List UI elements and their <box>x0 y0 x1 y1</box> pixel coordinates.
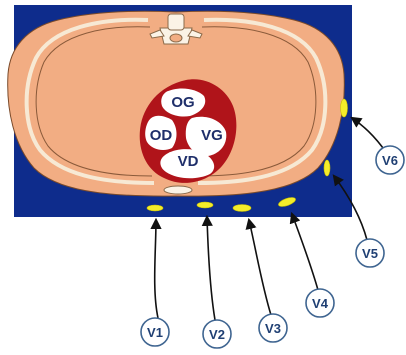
arrow-v2 <box>207 217 215 320</box>
svg-text:V6: V6 <box>382 153 398 168</box>
electrode-v5 <box>324 160 330 176</box>
lead-label-v2: V2 <box>203 320 231 348</box>
lead-label-v3: V3 <box>259 314 287 342</box>
chamber-label-vg: VG <box>201 127 223 144</box>
chamber-label-od: OD <box>150 127 173 144</box>
arrow-v4 <box>292 214 318 290</box>
lead-label-v5: V5 <box>356 239 384 267</box>
lead-label-v1: V1 <box>141 318 169 346</box>
svg-text:V5: V5 <box>362 246 378 261</box>
arrow-v3 <box>249 220 271 315</box>
electrode-v1 <box>147 205 163 211</box>
arrow-v6 <box>352 118 383 148</box>
svg-text:V1: V1 <box>147 325 163 340</box>
arrow-v1 <box>155 220 158 318</box>
chamber-label-vd: VD <box>178 153 199 170</box>
lead-label-v4: V4 <box>306 289 334 317</box>
chamber-label-og: OG <box>171 94 194 111</box>
electrode-v3 <box>233 205 251 212</box>
svg-text:V2: V2 <box>209 327 225 342</box>
electrode-v2 <box>197 202 213 208</box>
lead-label-v6: V6 <box>376 146 404 174</box>
svg-text:V3: V3 <box>265 321 281 336</box>
electrode-v6 <box>341 99 348 117</box>
sternum <box>164 186 192 194</box>
svg-text:V4: V4 <box>312 296 329 311</box>
